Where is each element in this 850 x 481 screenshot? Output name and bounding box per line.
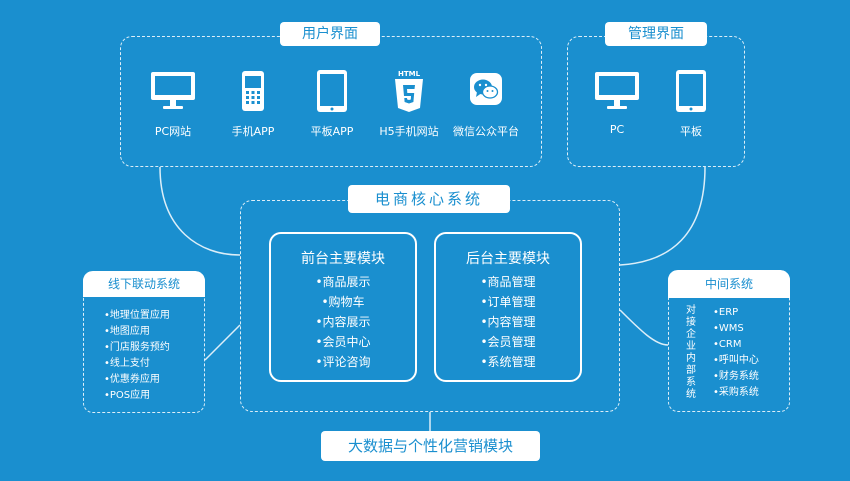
list-item: •评论咨询: [315, 355, 371, 369]
middleware-vertical-label: 对接企业内部系统: [686, 305, 696, 400]
list-item: •POS应用: [104, 390, 151, 401]
offline-system-list: •地理位置应用 •地图应用 •门店服务预约 •线上支付 •优惠券应用 •POS应…: [104, 308, 170, 404]
monitor-icon: [150, 70, 196, 116]
user-ui-item-label: PC网站: [154, 125, 192, 138]
list-item: •线上支付: [104, 358, 150, 369]
list-item: •系统管理: [480, 355, 536, 369]
offline-system-title: 线下联动系统: [83, 271, 205, 297]
list-item: •WMS: [713, 323, 744, 334]
user-ui-item-label: 平板APP: [310, 125, 354, 138]
user-ui-title: 用户界面: [280, 22, 380, 46]
back-modules-panel: 后台主要模块 •商品管理 •订单管理 •内容管理 •会员管理 •系统管理: [434, 232, 582, 382]
monitor-icon: [594, 70, 640, 116]
list-item: •购物车: [321, 295, 365, 309]
back-modules-list: •商品管理 •订单管理 •内容管理 •会员管理 •系统管理: [436, 272, 580, 372]
middleware-system-list: •ERP •WMS •CRM •呼叫中心 •财务系统 •采购系统: [713, 305, 759, 401]
bigdata-module-title: 大数据与个性化营销模块: [321, 431, 540, 461]
middleware-system-title: 中间系统: [668, 270, 790, 298]
list-item: •门店服务预约: [104, 342, 170, 353]
connector-middleware-to-core: [619, 309, 669, 346]
list-item: •CRM: [713, 339, 742, 350]
list-item: •呼叫中心: [713, 355, 759, 366]
connector-offline-to-core: [204, 324, 241, 361]
front-modules-panel: 前台主要模块 •商品展示 •购物车 •内容展示 •会员中心 •评论咨询: [269, 232, 417, 382]
html5-badge-text: HTML: [398, 70, 421, 78]
list-item: •财务系统: [713, 371, 759, 382]
mobile-phone-icon: [241, 70, 265, 116]
core-system-title: 电商核心系统: [348, 185, 510, 213]
front-modules-list: •商品展示 •购物车 •内容展示 •会员中心 •评论咨询: [271, 272, 415, 372]
list-item: •订单管理: [480, 295, 536, 309]
front-modules-title: 前台主要模块: [301, 251, 385, 267]
admin-ui-item-label: PC: [609, 123, 625, 136]
list-item: •ERP: [713, 307, 739, 318]
tablet-icon: [316, 69, 348, 117]
list-item: •内容管理: [480, 315, 536, 329]
list-item: •商品展示: [315, 275, 371, 289]
tablet-icon: [675, 69, 707, 117]
list-item: •会员中心: [315, 335, 371, 349]
user-ui-item-label: H5手机网站: [379, 125, 439, 138]
list-item: •地图应用: [104, 326, 150, 337]
list-item: •优惠券应用: [104, 374, 160, 385]
admin-ui-item-label: 平板: [680, 125, 702, 138]
list-item: •会员管理: [480, 335, 536, 349]
connector-user-to-core: [159, 166, 241, 256]
list-item: •商品管理: [480, 275, 536, 289]
user-ui-item-label: 微信公众平台: [453, 125, 519, 138]
connector-admin-to-core: [619, 166, 706, 266]
back-modules-title: 后台主要模块: [466, 251, 550, 267]
html5-icon: HTML: [393, 68, 425, 118]
user-ui-item-label: 手机APP: [231, 125, 275, 138]
admin-ui-title: 管理界面: [605, 22, 707, 46]
list-item: •地理位置应用: [104, 310, 170, 321]
list-item: •内容展示: [315, 315, 371, 329]
list-item: •采购系统: [713, 387, 759, 398]
wechat-icon: [469, 72, 503, 110]
